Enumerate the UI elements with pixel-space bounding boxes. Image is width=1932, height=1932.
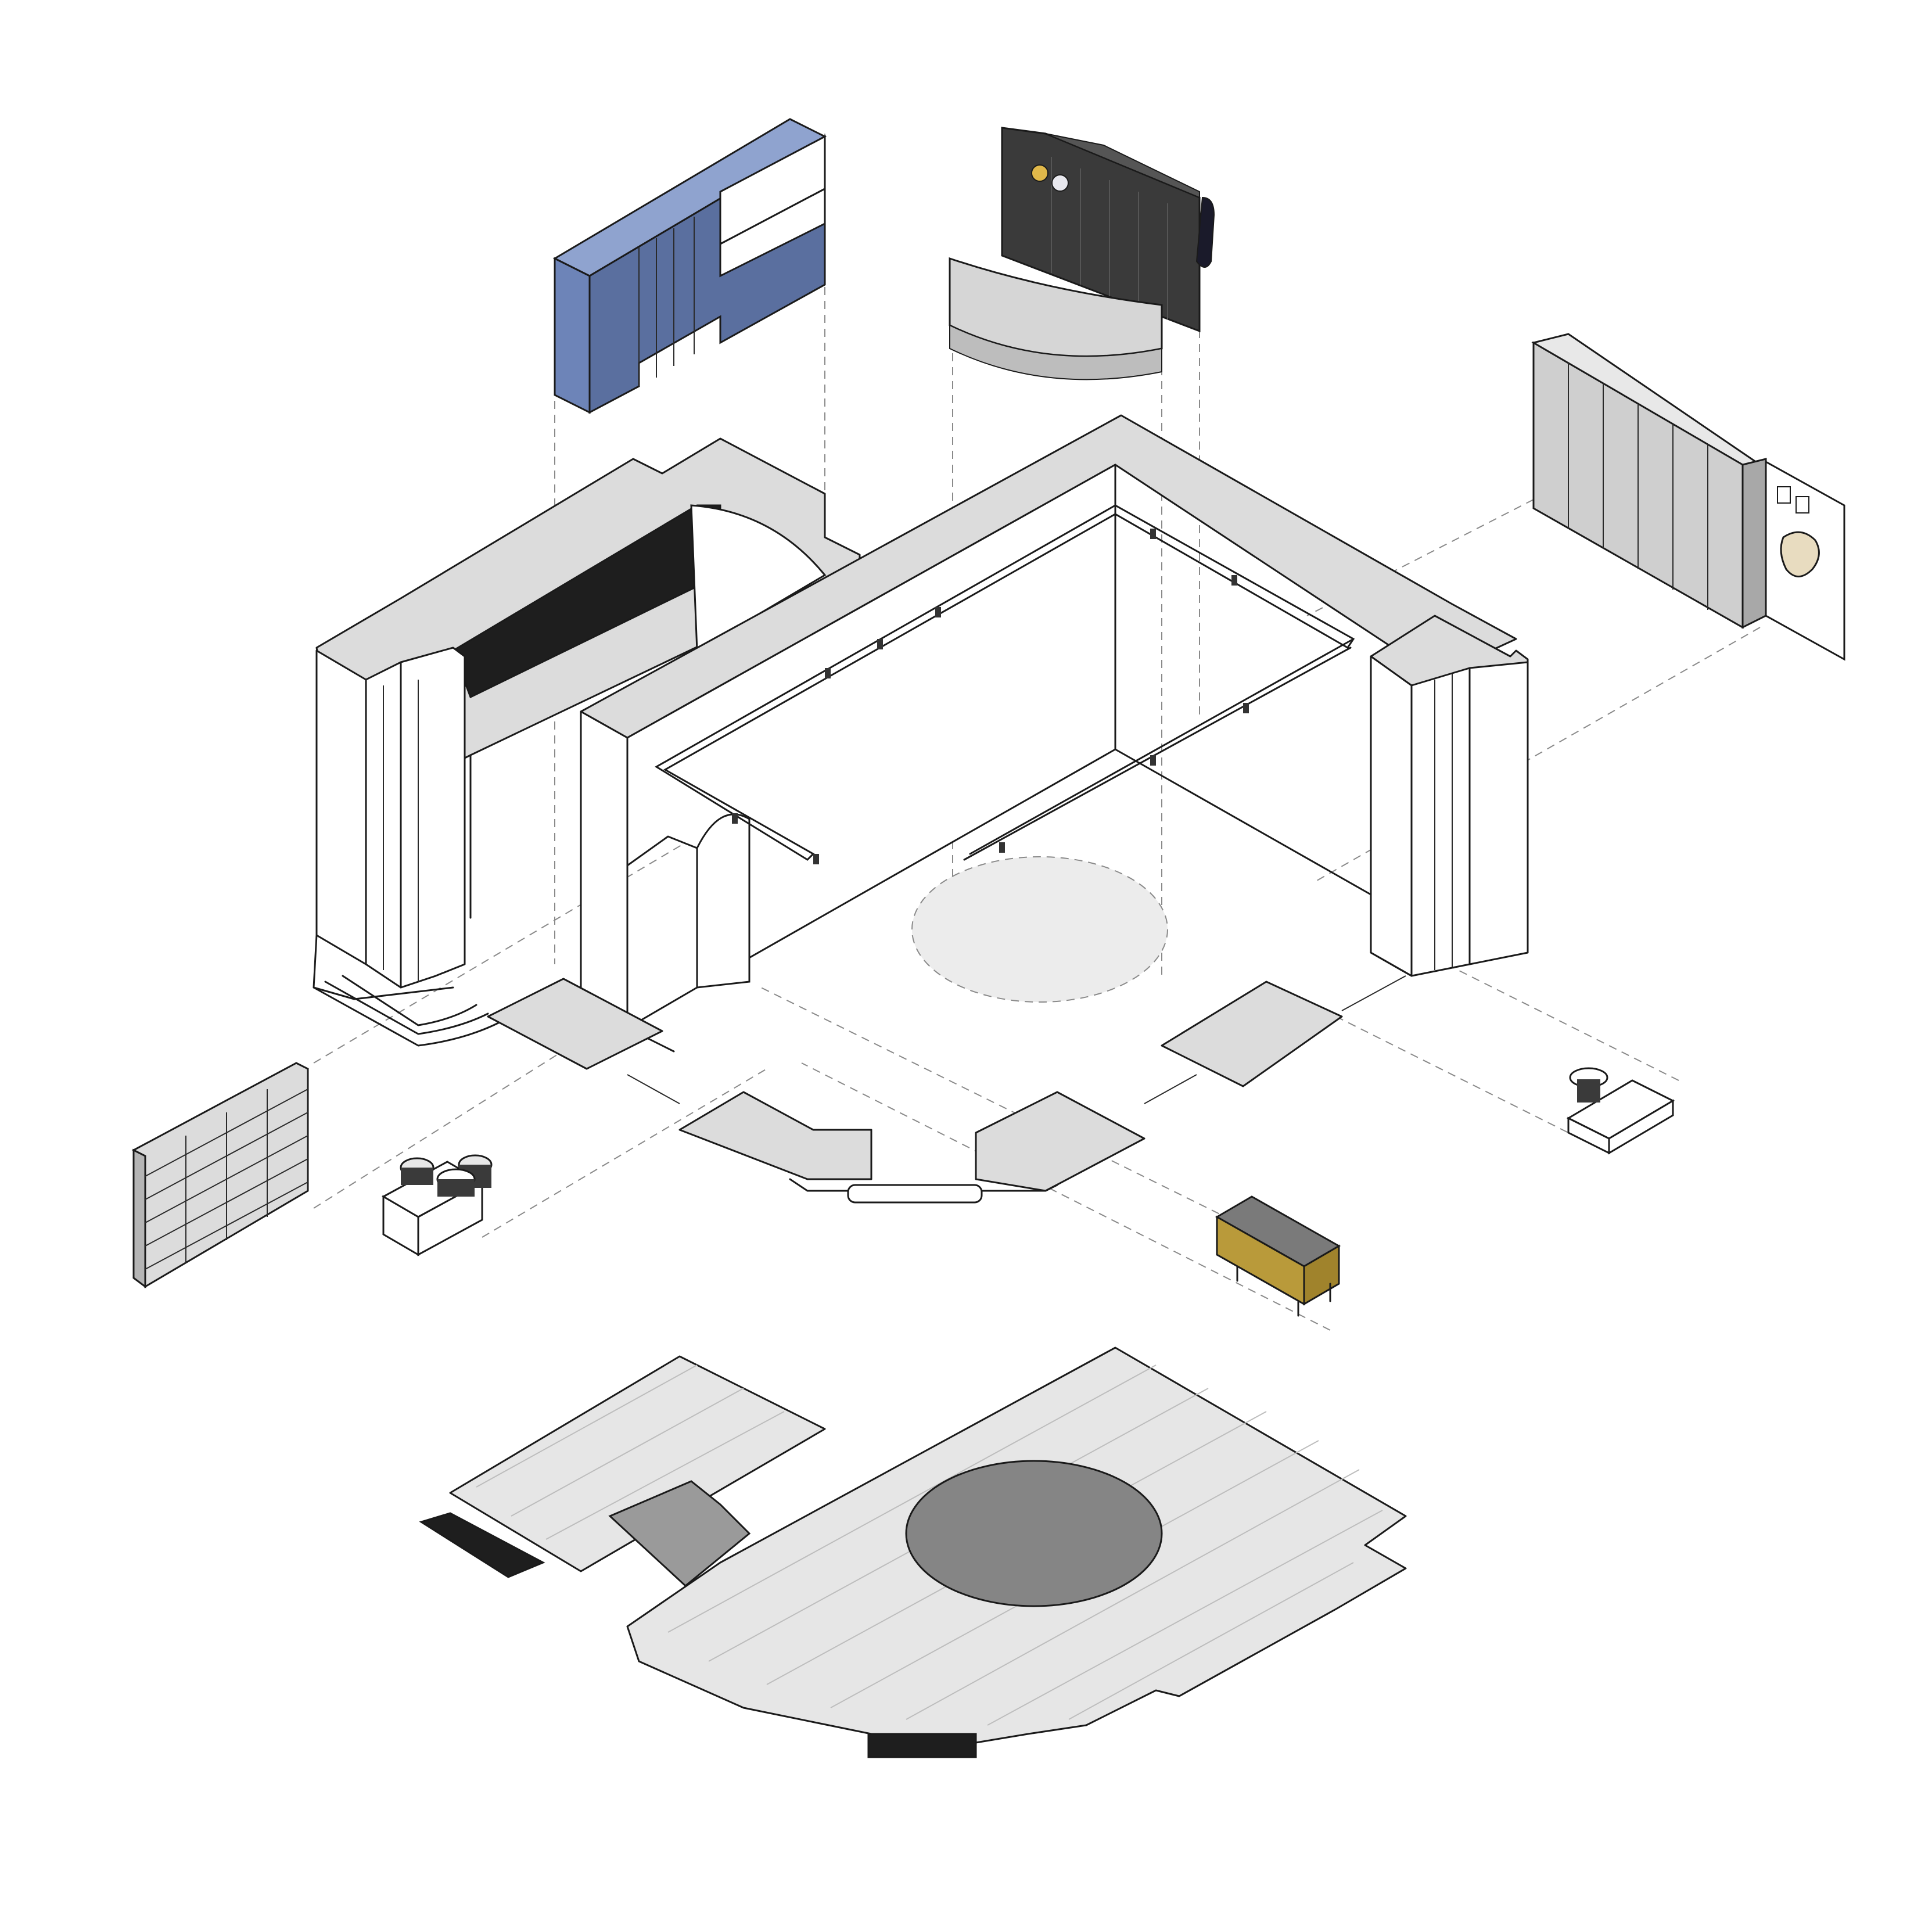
white-knob-icon <box>1051 174 1069 192</box>
bench-with-side-table <box>1566 1067 1675 1155</box>
spotlight-icon <box>877 639 883 649</box>
blue-wardrobe <box>552 118 827 414</box>
round-rug <box>905 1460 1163 1607</box>
chair-icon <box>1195 196 1215 268</box>
art-frame-icon <box>1795 496 1809 513</box>
bench-with-stools <box>381 1154 493 1256</box>
bookshelf <box>131 1062 309 1288</box>
spotlight-icon <box>825 668 831 678</box>
spotlight-icon <box>813 854 819 864</box>
sculpture-icon <box>1780 531 1820 577</box>
spotlight-icon <box>935 607 941 617</box>
grey-panel-wall-with-art <box>1531 333 1845 661</box>
threshold-pads <box>487 975 1406 1204</box>
gold-sideboard <box>1215 1195 1341 1317</box>
spotlight-icon <box>732 813 738 824</box>
yellow-knob-icon <box>1031 164 1048 182</box>
spotlight-icon <box>999 842 1005 853</box>
ceiling-light-track <box>655 504 1355 864</box>
floor-plan-with-rug <box>419 1346 1407 1758</box>
spotlight-icon <box>1243 703 1249 713</box>
spotlight-icon <box>1231 575 1237 586</box>
spotlight-icon <box>1150 529 1156 539</box>
dark-cabinet-with-curved-desk <box>949 127 1215 380</box>
spotlight-icon <box>1150 755 1156 766</box>
walls-shell <box>315 414 1529 1029</box>
art-frame-icon <box>1777 486 1791 504</box>
